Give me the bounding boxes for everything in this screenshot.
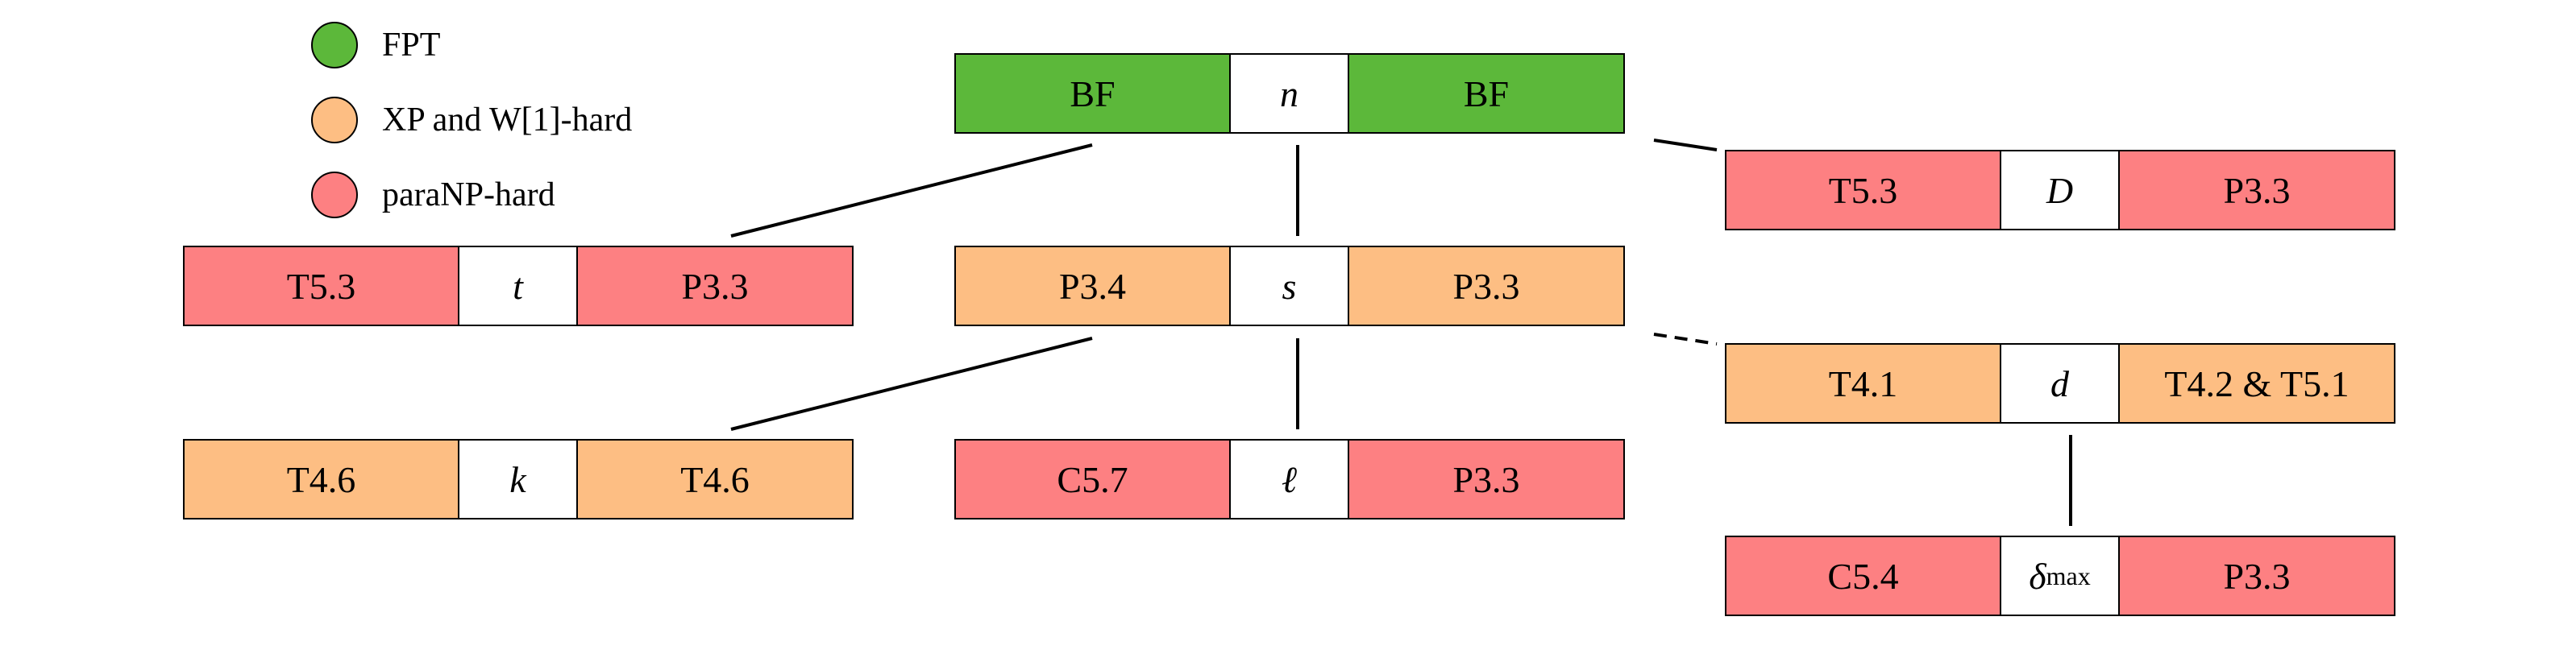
node-d: T4.1 d T4.2 & T5.1 — [1725, 343, 2395, 424]
legend-dot-xp — [311, 97, 358, 143]
node-l-left-cell: C5.7 — [956, 441, 1231, 518]
node-l-right-cell: P3.3 — [1349, 441, 1623, 518]
node-D: T5.3 D P3.3 — [1725, 150, 2395, 230]
edge-n-D — [1653, 139, 1718, 151]
legend-item-fpt: FPT — [311, 22, 440, 68]
legend-dot-fpt — [311, 22, 358, 68]
node-dmax-left-cell: C5.4 — [1726, 537, 2001, 615]
node-t-param: t — [459, 247, 578, 325]
node-k: T4.6 k T4.6 — [183, 439, 854, 519]
legend-label-xp: XP and W[1]-hard — [382, 101, 633, 139]
node-l: C5.7 ℓ P3.3 — [954, 439, 1625, 519]
edge-s-d — [1653, 333, 1718, 346]
node-s-param: s — [1231, 247, 1349, 325]
node-dmax-param-symbol: δ — [2029, 555, 2046, 597]
legend-label-paranp: paraNP-hard — [382, 176, 555, 213]
legend-dot-paranp — [311, 172, 358, 218]
legend-label-fpt: FPT — [382, 27, 441, 64]
legend-item-xp: XP and W[1]-hard — [311, 97, 632, 143]
node-t-left-cell: T5.3 — [185, 247, 459, 325]
node-k-right-cell: T4.6 — [578, 441, 852, 518]
node-D-param: D — [2001, 151, 2120, 229]
edge-n-t — [730, 143, 1093, 238]
node-s-left-cell: P3.4 — [956, 247, 1231, 325]
node-k-left-cell: T4.6 — [185, 441, 459, 518]
node-n-param: n — [1231, 55, 1349, 132]
node-d-right-cell: T4.2 & T5.1 — [2120, 345, 2394, 422]
node-d-param: d — [2001, 345, 2120, 422]
node-l-param: ℓ — [1231, 441, 1349, 518]
node-t-right-cell: P3.3 — [578, 247, 852, 325]
node-n-left-cell: BF — [956, 55, 1231, 132]
node-d-left-cell: T4.1 — [1726, 345, 2001, 422]
node-D-left-cell: T5.3 — [1726, 151, 2001, 229]
legend-item-paranp: paraNP-hard — [311, 172, 555, 218]
node-D-right-cell: P3.3 — [2120, 151, 2394, 229]
edge-s-k — [730, 337, 1093, 431]
node-t: T5.3 t P3.3 — [183, 246, 854, 326]
node-k-param: k — [459, 441, 578, 518]
node-n: BF n BF — [954, 53, 1625, 134]
node-s-right-cell: P3.3 — [1349, 247, 1623, 325]
node-s: P3.4 s P3.3 — [954, 246, 1625, 326]
node-dmax-param-subscript: max — [2046, 561, 2091, 590]
node-dmax-right-cell: P3.3 — [2120, 537, 2394, 615]
node-n-right-cell: BF — [1349, 55, 1623, 132]
